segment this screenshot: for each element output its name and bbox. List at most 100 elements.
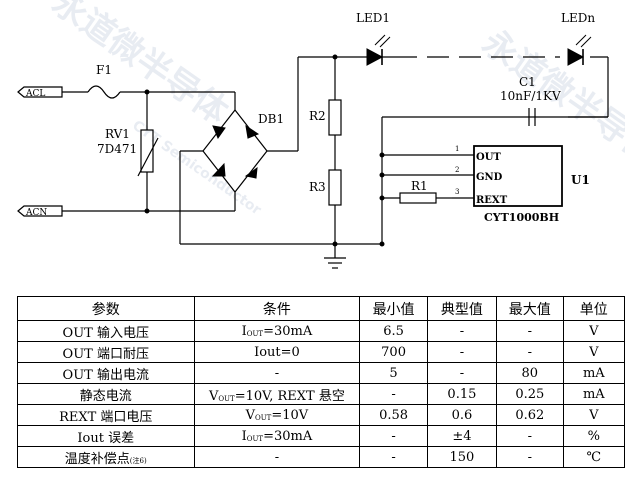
- table-header-row: 参数 条件 最小值 典型值 最大值 单位: [17, 296, 625, 321]
- param-cell: 温度补偿点(注6): [17, 446, 195, 468]
- param-label: OUT 输出电流: [62, 367, 149, 383]
- param-label: REXT 端口电压: [59, 409, 153, 425]
- condition-rest: =10V: [271, 407, 309, 423]
- max-cell: -: [496, 320, 564, 342]
- param-cell: 静态电流: [17, 383, 195, 405]
- condition-cell: VOUT=10V, REXT 悬空: [193, 383, 361, 405]
- label-rv1: RV1: [105, 127, 130, 141]
- label-acn: ACN: [25, 208, 47, 218]
- param-label: OUT 端口耐压: [62, 346, 149, 362]
- min-cell: 6.5: [359, 320, 428, 342]
- condition-main: -: [274, 365, 280, 381]
- condition-main: -: [274, 449, 280, 465]
- condition-main: I: [241, 428, 247, 444]
- param-note: (注6): [129, 456, 147, 465]
- label-led1: LED1: [356, 11, 390, 25]
- condition-cell: VOUT=10V: [193, 404, 361, 426]
- bridge-diode-icon: [211, 162, 226, 177]
- min-cell: 5: [359, 362, 428, 384]
- label-chip: CYT1000BH: [484, 211, 559, 224]
- unit-cell: %: [562, 425, 625, 447]
- unit-cell: mA: [562, 362, 625, 384]
- max-cell: 80: [496, 362, 564, 384]
- max-cell: 0.62: [496, 404, 564, 426]
- header-condition: 条件: [193, 296, 361, 321]
- pin-label-rext: REXT: [476, 195, 508, 206]
- typ-cell: 0.15: [426, 383, 498, 405]
- min-cell: -: [359, 383, 428, 405]
- bridge-diode-icon: [212, 125, 226, 140]
- param-cell: Iout 误差: [17, 425, 195, 447]
- param-cell: OUT 端口耐压: [17, 341, 195, 363]
- param-cell: REXT 端口电压: [17, 404, 195, 426]
- min-cell: 700: [359, 341, 428, 363]
- typ-cell: 0.6: [426, 404, 498, 426]
- unit-cell: ℃: [562, 446, 625, 468]
- bridge-diode-icon: [244, 166, 258, 179]
- pin-number-3: 3: [455, 188, 459, 196]
- typ-cell: -: [426, 362, 498, 384]
- unit-cell: V: [562, 320, 625, 342]
- fuse-f1: [87, 85, 121, 99]
- min-cell: -: [359, 446, 428, 468]
- min-cell: -: [359, 425, 428, 447]
- param-label: 静态电流: [79, 388, 132, 404]
- label-acl: ACL: [25, 89, 45, 99]
- pin-label-gnd: GND: [476, 172, 503, 183]
- label-r2: R2: [309, 109, 326, 123]
- condition-subscript: OUT: [246, 329, 264, 338]
- label-c1: C1: [519, 75, 536, 89]
- header-param: 参数: [17, 296, 195, 321]
- pin-label-out: OUT: [476, 152, 501, 163]
- condition-rest: =10V, REXT 悬空: [234, 388, 345, 404]
- max-cell: -: [496, 341, 564, 363]
- condition-subscript: OUT: [255, 413, 272, 422]
- led1-icon: [366, 48, 384, 66]
- table-row: 温度补偿点(注6)--150-℃: [17, 446, 625, 468]
- typ-cell: -: [426, 341, 498, 363]
- resistor-r2: [328, 99, 342, 136]
- header-unit: 单位: [562, 296, 625, 321]
- unit-cell: V: [562, 404, 625, 426]
- condition-rest: =30mA: [263, 428, 313, 444]
- condition-main: V: [245, 407, 256, 423]
- condition-main: I: [241, 323, 247, 339]
- typ-cell: 150: [426, 446, 498, 468]
- typ-cell: -: [426, 320, 498, 342]
- pin-number-1: 1: [455, 145, 459, 153]
- label-r1: R1: [411, 179, 428, 193]
- param-label: OUT 输入电压: [62, 325, 149, 341]
- resistor-r3: [328, 169, 342, 206]
- ledn-icon: [567, 48, 585, 66]
- max-cell: 0.25: [496, 383, 564, 405]
- label-f1: F1: [96, 63, 112, 77]
- max-cell: -: [496, 425, 564, 447]
- resistor-r1: [399, 192, 437, 204]
- pin-number-2: 2: [455, 166, 459, 174]
- label-rv1-value: 7D471: [97, 142, 137, 156]
- label-u1: U1: [571, 173, 590, 187]
- typ-cell: ±4: [426, 425, 498, 447]
- condition-cell: Iout=0: [193, 341, 361, 363]
- condition-cell: IOUT=30mA: [193, 320, 361, 342]
- header-typ: 典型值: [426, 296, 498, 321]
- min-cell: 0.58: [359, 404, 428, 426]
- unit-cell: mA: [562, 383, 625, 405]
- header-min: 最小值: [359, 296, 428, 321]
- label-c1-value: 10nF/1KV: [500, 89, 561, 103]
- condition-subscript: OUT: [246, 434, 264, 443]
- circuit-schematic: ACL ACN F1 RV1 7D471 DB1 R2 R3 R1 LED1 L…: [17, 11, 609, 269]
- bridge-diode-icon: [245, 124, 260, 139]
- label-r3: R3: [309, 180, 326, 194]
- header-max: 最大值: [496, 296, 564, 321]
- condition-subscript: OUT: [218, 394, 235, 403]
- label-db1: DB1: [258, 112, 284, 126]
- condition-main: Iout=0: [254, 344, 300, 360]
- condition-cell: IOUT=30mA: [193, 425, 361, 447]
- condition-cell: -: [193, 362, 361, 384]
